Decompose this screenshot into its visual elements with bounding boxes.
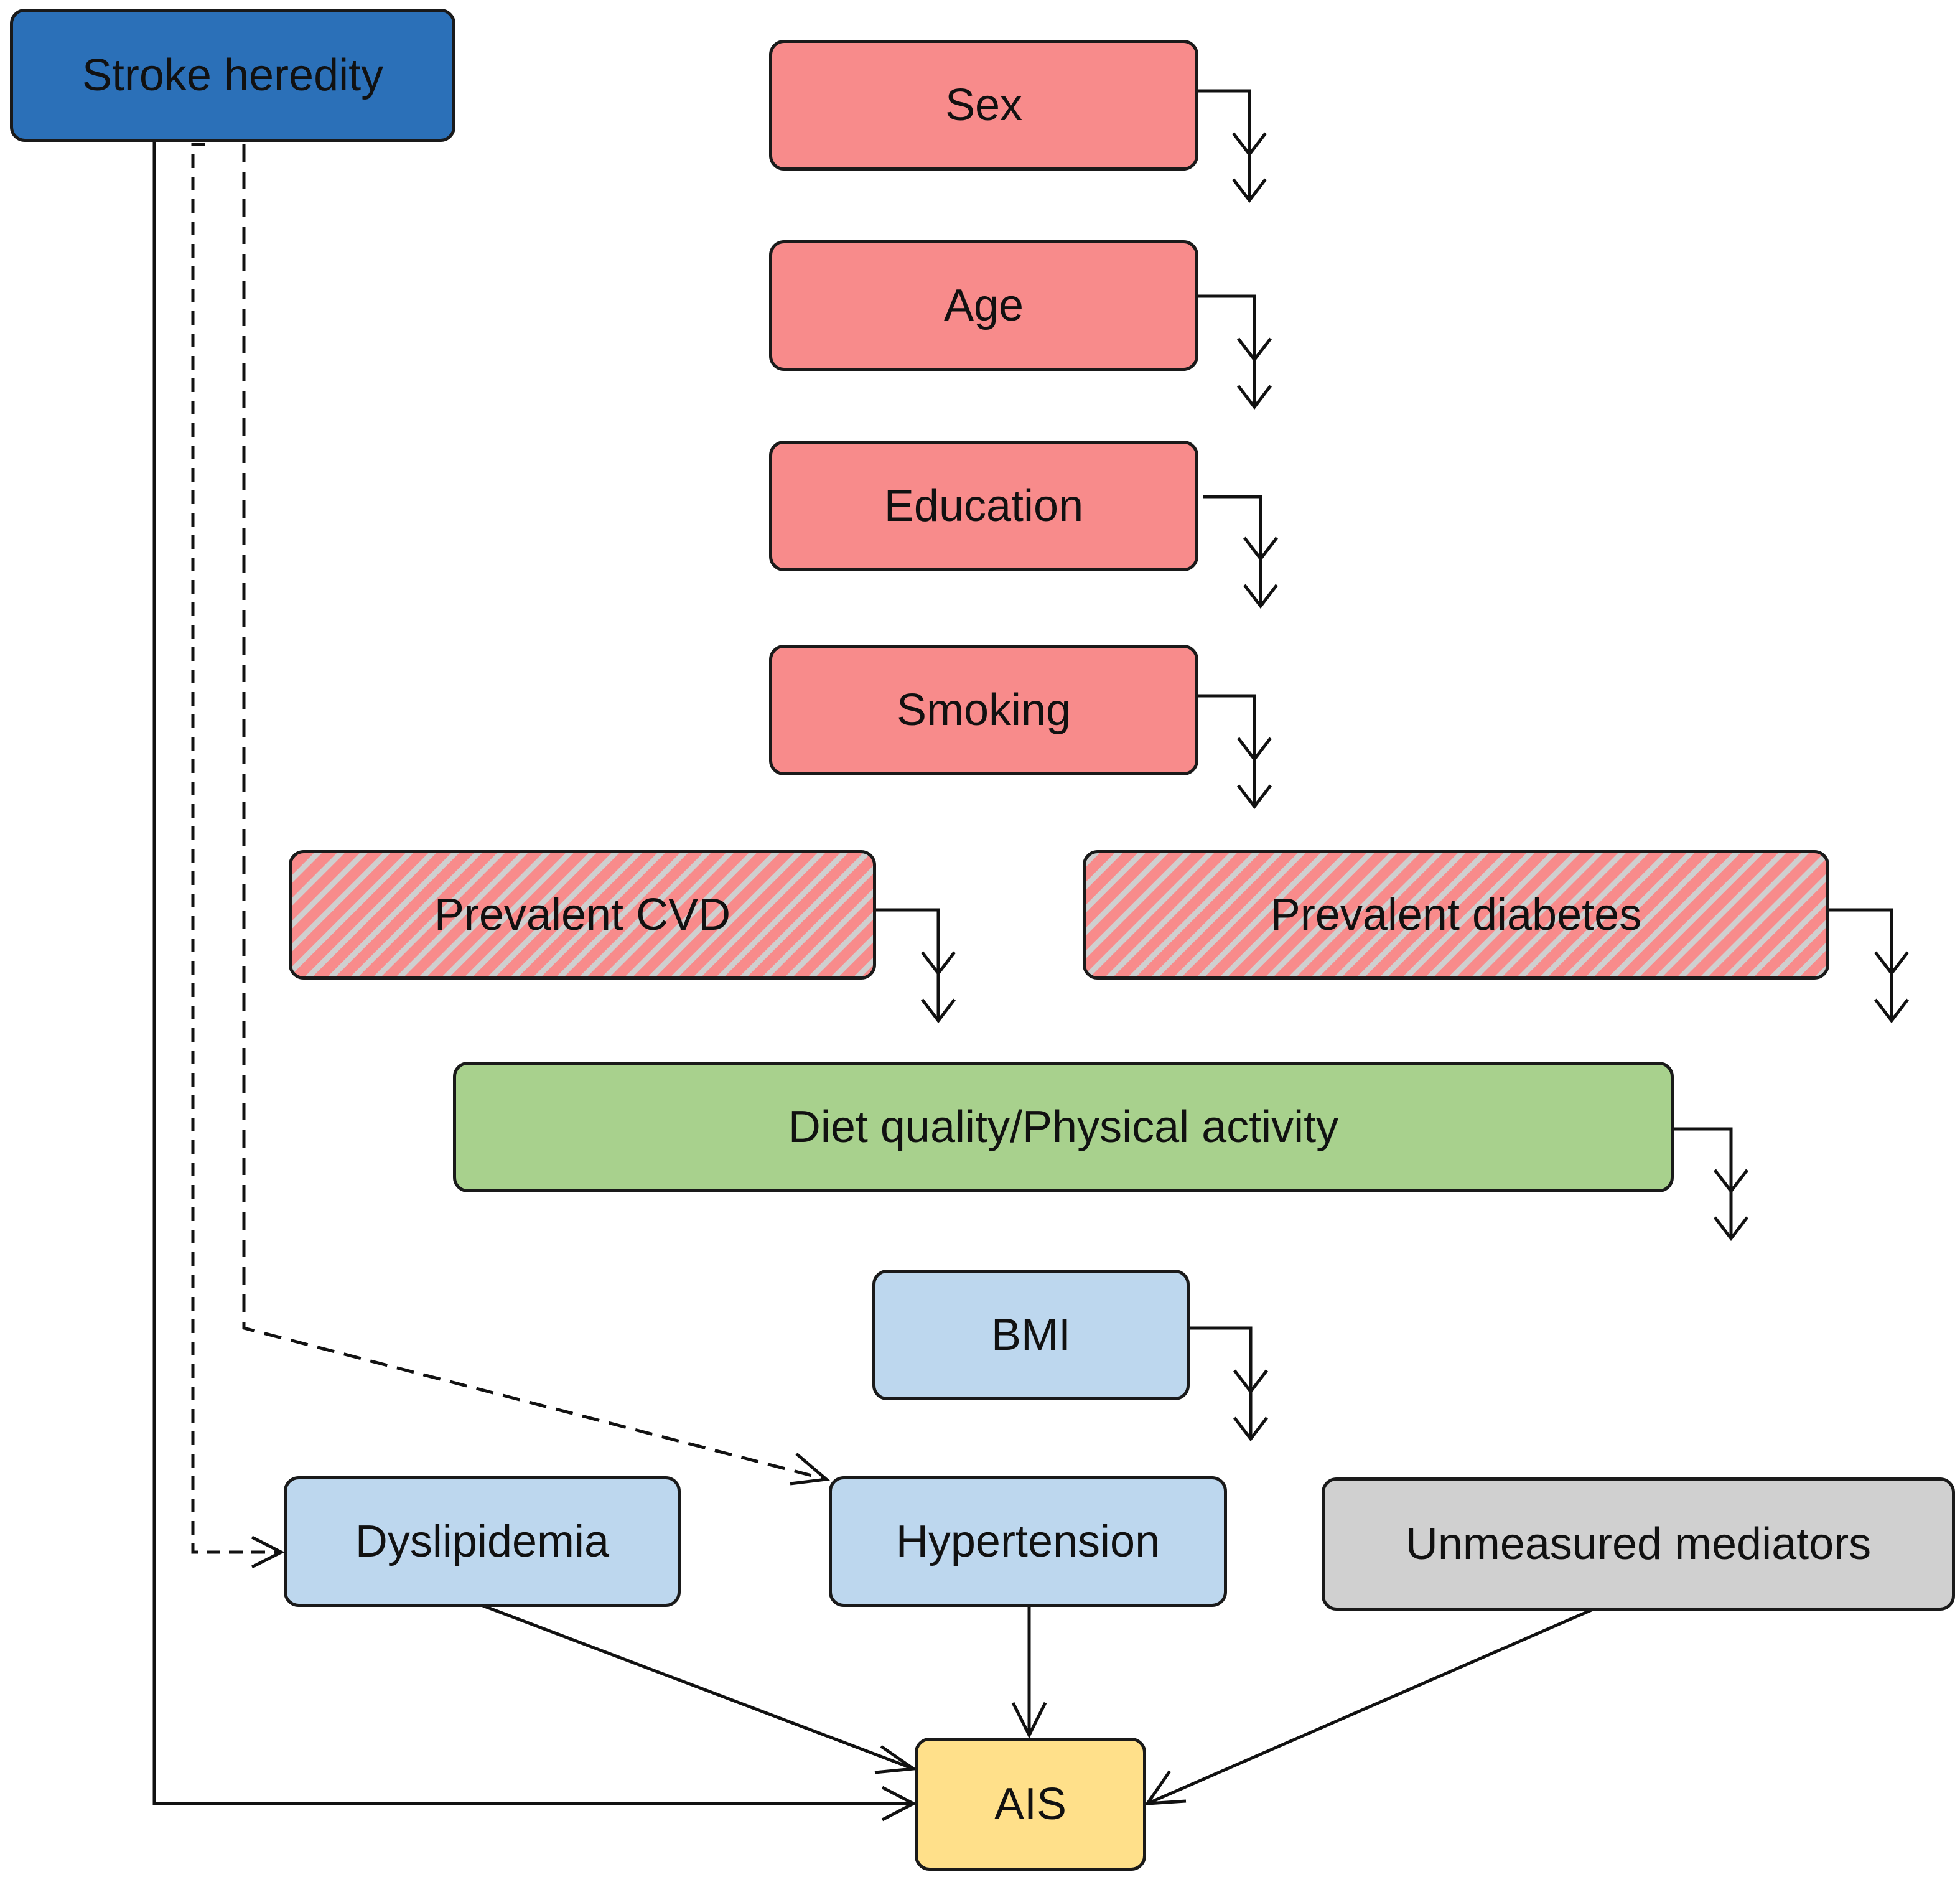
edge-heredity-to-dyslipidemia <box>191 143 281 1554</box>
node-diet-activity: Diet quality/Physical activity <box>453 1062 1674 1192</box>
node-bmi-label: BMI <box>991 1310 1071 1360</box>
stub-arrow-sex <box>1197 89 1267 204</box>
hatch-fill-prevalent-diabetes <box>1084 851 1828 978</box>
node-smoking: Smoking <box>769 645 1198 775</box>
edge-heredity-to-hypertension <box>242 144 824 1481</box>
arrowhead-heredity-hypertension <box>790 1453 830 1486</box>
node-hypertension: Hypertension <box>829 1476 1227 1607</box>
stub-arrow-bmi <box>1188 1326 1268 1442</box>
hatch-fill-prevalent-cvd <box>290 851 875 978</box>
node-sex: Sex <box>769 40 1198 171</box>
node-dyslipidemia: Dyslipidemia <box>284 1476 681 1607</box>
arrowhead-unmeasured-ais <box>1144 1770 1187 1805</box>
edge-unmeasured-to-ais <box>1147 1608 1594 1805</box>
stub-arrow-age <box>1197 294 1272 410</box>
node-age-label: Age <box>943 281 1024 330</box>
node-prevalent-diabetes-label: Prevalent diabetes <box>1270 890 1642 940</box>
node-prevalent-cvd-label: Prevalent CVD <box>434 890 731 940</box>
arrowhead-hypertension-ais <box>1011 1702 1047 1739</box>
node-education-label: Education <box>884 481 1084 531</box>
node-dyslipidemia-label: Dyslipidemia <box>355 1517 610 1566</box>
edge-dyslipidemia-to-ais <box>482 1604 914 1771</box>
arrowhead-heredity-ais <box>881 1786 917 1822</box>
node-diet-activity-label: Diet quality/Physical activity <box>788 1102 1339 1152</box>
node-hypertension-label: Hypertension <box>895 1517 1160 1566</box>
node-ais: AIS <box>915 1738 1146 1871</box>
node-prevalent-diabetes: Prevalent diabetes <box>1083 850 1829 980</box>
node-smoking-label: Smoking <box>896 685 1071 735</box>
node-unmeasured-mediators-label: Unmeasured mediators <box>1405 1519 1872 1569</box>
node-education: Education <box>769 441 1198 571</box>
arrowhead-dyslipidemia-ais <box>874 1744 918 1774</box>
node-bmi: BMI <box>872 1270 1190 1400</box>
edge-heredity-to-ais <box>152 142 913 1805</box>
node-stroke-heredity: Stroke heredity <box>10 9 455 142</box>
node-unmeasured-mediators: Unmeasured mediators <box>1322 1477 1955 1611</box>
node-age: Age <box>769 240 1198 371</box>
arrowhead-heredity-dyslipidemia <box>251 1535 285 1569</box>
stub-arrow-diet-activity <box>1673 1127 1748 1242</box>
stub-arrow-smoking <box>1197 694 1272 810</box>
stub-arrow-education <box>1203 495 1278 609</box>
stub-arrow-prevalent-cvd <box>876 908 956 1024</box>
node-ais-label: AIS <box>994 1779 1067 1829</box>
node-stroke-heredity-label: Stroke heredity <box>82 50 384 100</box>
node-sex-label: Sex <box>945 80 1023 130</box>
node-prevalent-cvd: Prevalent CVD <box>289 850 876 980</box>
stub-arrow-prevalent-diabetes <box>1829 908 1909 1024</box>
